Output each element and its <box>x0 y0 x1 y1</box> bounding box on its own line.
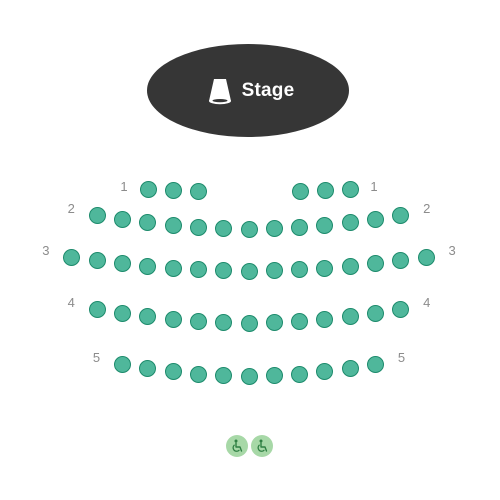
seat[interactable] <box>341 359 359 377</box>
seat[interactable] <box>189 182 207 200</box>
wheelchair-seat[interactable] <box>251 435 273 457</box>
stage-label: Stage <box>241 79 295 101</box>
row-label-left: 4 <box>67 295 75 310</box>
seat[interactable] <box>114 304 131 322</box>
seat[interactable] <box>265 262 283 280</box>
seat[interactable] <box>341 257 359 275</box>
row-label-left: 5 <box>92 350 101 365</box>
seat[interactable] <box>189 218 207 236</box>
seat[interactable] <box>316 259 334 277</box>
seat[interactable] <box>392 252 410 270</box>
seat[interactable] <box>88 300 106 318</box>
seat[interactable] <box>189 365 207 383</box>
seat[interactable] <box>265 314 283 332</box>
seat[interactable] <box>215 367 233 385</box>
seat[interactable] <box>240 220 258 238</box>
seat[interactable] <box>291 182 309 200</box>
seat[interactable] <box>392 300 410 318</box>
seat[interactable] <box>164 363 182 381</box>
seat[interactable] <box>417 248 435 266</box>
seat[interactable] <box>240 262 258 280</box>
seat[interactable] <box>316 311 334 328</box>
seat[interactable] <box>316 363 334 381</box>
stage: Stage <box>147 44 349 137</box>
seat[interactable] <box>291 218 309 236</box>
seat[interactable] <box>291 365 309 383</box>
wheelchair-seat[interactable] <box>226 435 248 457</box>
seat[interactable] <box>164 181 182 199</box>
seat[interactable] <box>139 308 157 326</box>
seat[interactable] <box>189 312 207 330</box>
seat[interactable] <box>189 261 207 279</box>
seat[interactable] <box>88 206 106 224</box>
row-label-left: 2 <box>67 201 75 216</box>
seat[interactable] <box>341 308 359 326</box>
seat[interactable] <box>316 217 334 234</box>
row-label-right: 5 <box>397 350 406 365</box>
seat[interactable] <box>114 255 131 273</box>
seat[interactable] <box>367 355 384 373</box>
row-label-left: 3 <box>42 243 50 258</box>
row-label-right: 4 <box>423 295 431 310</box>
seat[interactable] <box>164 311 182 328</box>
seat[interactable] <box>139 180 157 198</box>
seat[interactable] <box>392 206 410 224</box>
seat[interactable] <box>164 217 182 234</box>
seat[interactable] <box>63 248 81 266</box>
seat[interactable] <box>215 220 233 238</box>
seat[interactable] <box>139 214 157 232</box>
seat[interactable] <box>114 210 131 228</box>
seat[interactable] <box>291 312 309 330</box>
seat[interactable] <box>341 180 359 198</box>
seat[interactable] <box>215 262 233 280</box>
seat[interactable] <box>164 259 182 277</box>
seat[interactable] <box>341 214 359 232</box>
seat[interactable] <box>367 255 384 273</box>
spotlight-icon <box>206 74 234 108</box>
wheelchair-icon <box>257 439 268 452</box>
seat[interactable] <box>88 252 106 270</box>
row-label-right: 2 <box>423 201 431 216</box>
seat[interactable] <box>316 181 334 199</box>
seat[interactable] <box>114 355 131 373</box>
seat[interactable] <box>291 261 309 279</box>
seat[interactable] <box>240 314 258 332</box>
seat[interactable] <box>139 257 157 275</box>
seat[interactable] <box>265 220 283 238</box>
row-label-left: 1 <box>120 179 128 194</box>
seat[interactable] <box>265 367 283 385</box>
row-label-right: 1 <box>370 179 378 194</box>
seat[interactable] <box>139 359 157 377</box>
seat[interactable] <box>240 367 258 385</box>
seat[interactable] <box>367 304 384 322</box>
row-label-right: 3 <box>448 243 456 258</box>
wheelchair-icon <box>232 439 243 452</box>
seat[interactable] <box>367 210 384 228</box>
seat[interactable] <box>215 314 233 332</box>
